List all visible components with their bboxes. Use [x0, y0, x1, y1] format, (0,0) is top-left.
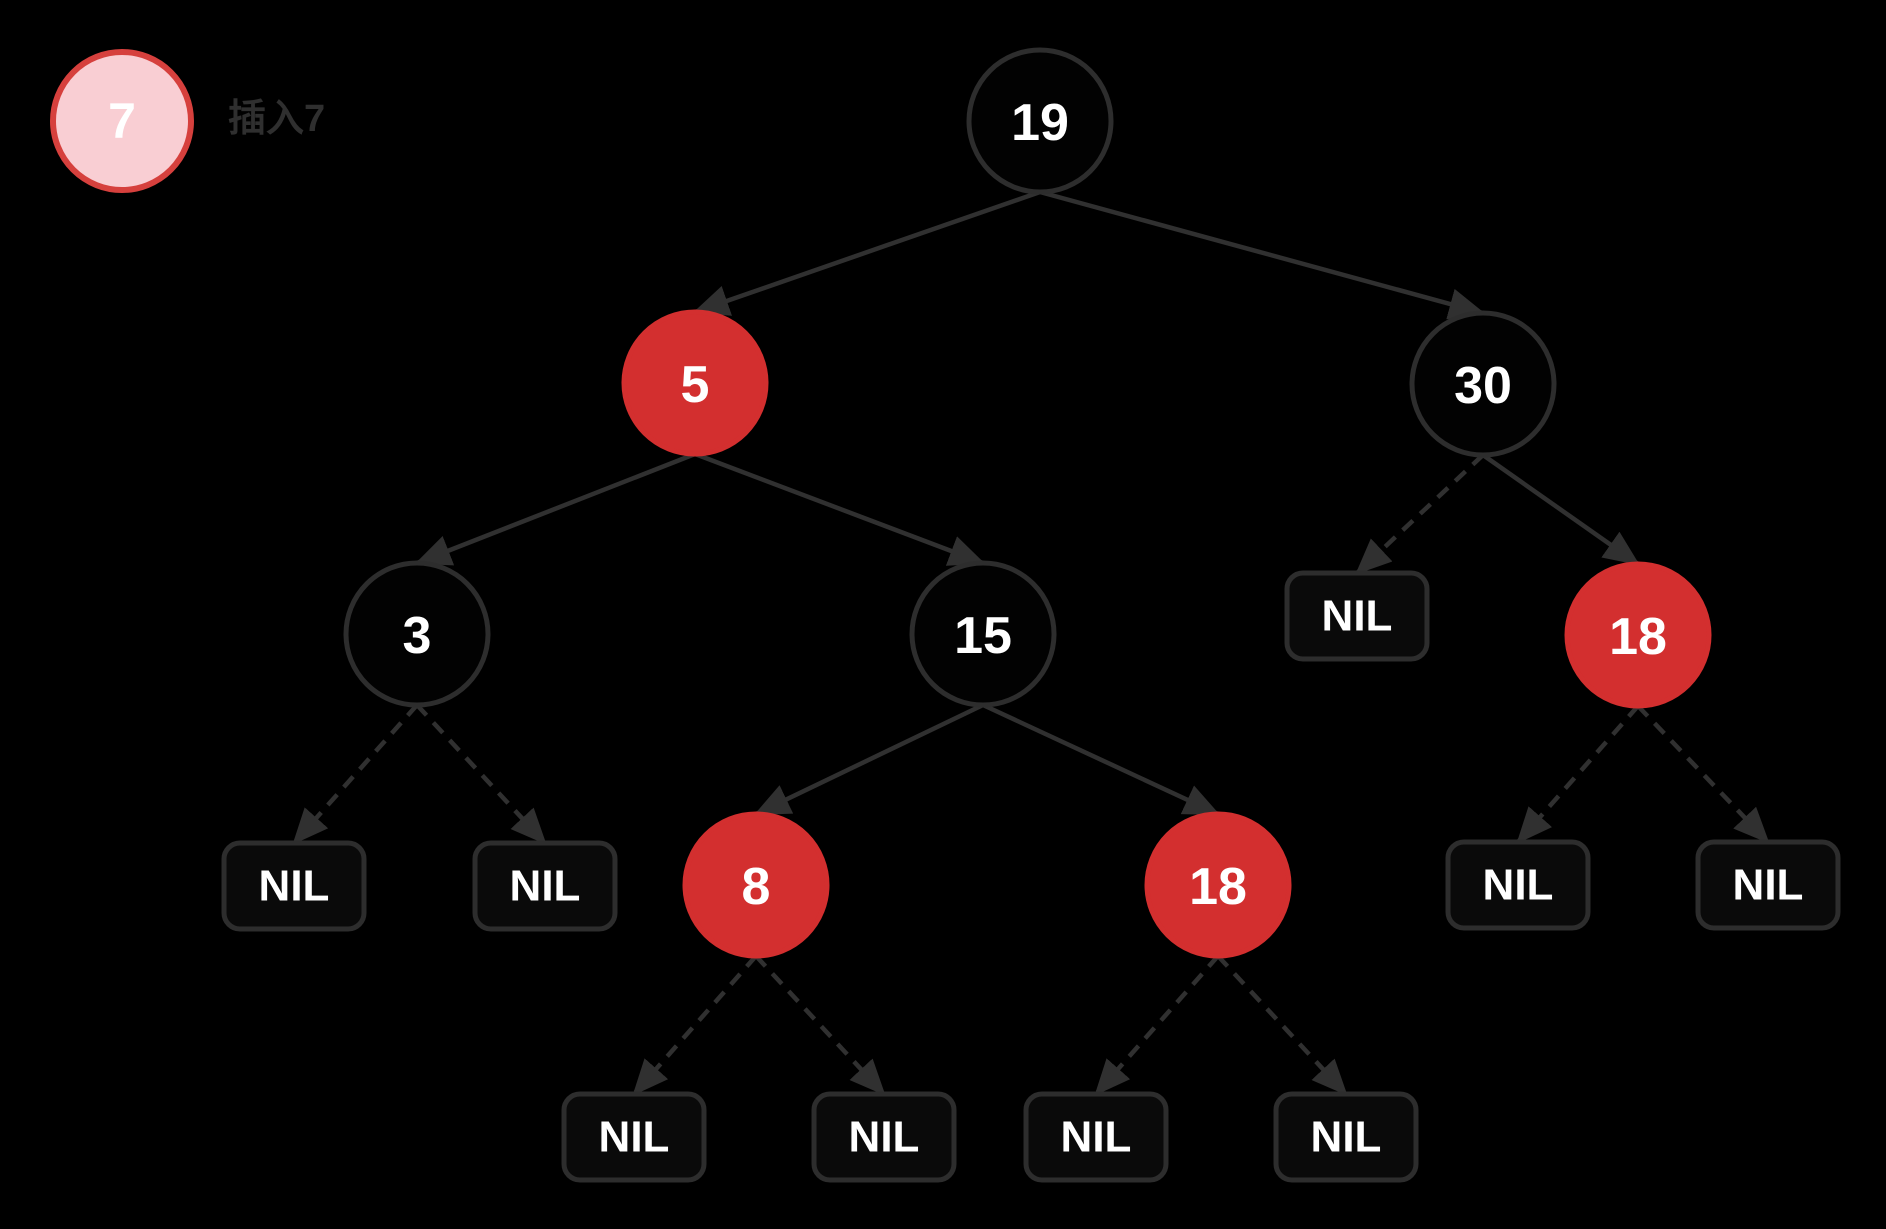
insert-node-preview: 7 — [50, 49, 194, 193]
edge-18a-nil9 — [1636, 704, 1770, 844]
nil-leaf-nil5: NIL — [811, 1091, 957, 1183]
black-node-circle — [909, 560, 1057, 708]
edge-19-30 — [1039, 189, 1486, 320]
nil-box — [1023, 1091, 1169, 1183]
edge-3-nil3 — [415, 703, 547, 845]
edge-15-8 — [753, 702, 984, 817]
tree-node-18a: 18 — [1564, 561, 1712, 709]
nil-label: NIL — [599, 1113, 670, 1162]
edge-19-5 — [692, 189, 1041, 316]
red-node-circle — [682, 811, 830, 959]
nil-leaf-nil6: NIL — [1023, 1091, 1169, 1183]
nil-leaf-nil3: NIL — [472, 840, 618, 932]
edge-18a-nil8 — [1516, 704, 1640, 844]
nil-leaf-nil1: NIL — [1284, 570, 1430, 662]
edge-15-18b — [982, 702, 1221, 817]
node-value-label: 30 — [1454, 357, 1512, 415]
node-value-label: 8 — [742, 858, 771, 916]
node-value-label: 3 — [403, 607, 432, 665]
edge-5-3 — [414, 451, 696, 566]
nil-label: NIL — [510, 862, 581, 911]
black-node-circle — [966, 47, 1114, 195]
node-value-label: 19 — [1011, 94, 1069, 152]
nil-label: NIL — [1322, 592, 1393, 641]
tree-node-15: 15 — [909, 560, 1057, 708]
nil-label: NIL — [1311, 1113, 1382, 1162]
edge-30-18a — [1481, 453, 1640, 566]
nil-box — [221, 840, 367, 932]
node-value-label: 15 — [954, 607, 1012, 665]
nil-box — [1273, 1091, 1419, 1183]
nil-box — [811, 1091, 957, 1183]
red-node-circle — [621, 309, 769, 457]
nil-box — [1445, 839, 1591, 931]
nil-leaf-nil8: NIL — [1445, 839, 1591, 931]
nil-leaf-nil2: NIL — [221, 840, 367, 932]
tree-node-5: 5 — [621, 309, 769, 457]
tree-node-18b: 18 — [1144, 811, 1292, 959]
edge-8-nil4 — [632, 954, 758, 1096]
edge-30-nil1 — [1355, 453, 1485, 575]
nil-leaf-nil7: NIL — [1273, 1091, 1419, 1183]
node-value-label: 18 — [1189, 858, 1247, 916]
nil-leaf-nil9: NIL — [1695, 839, 1841, 931]
nil-label: NIL — [1733, 861, 1804, 910]
nil-box — [1284, 570, 1430, 662]
insert-action-label: 插入7 — [228, 98, 326, 140]
node-value-label: 18 — [1609, 608, 1667, 666]
red-node-circle — [1564, 561, 1712, 709]
edge-8-nil5 — [754, 954, 886, 1096]
nil-box — [1695, 839, 1841, 931]
red-node-circle — [1144, 811, 1292, 959]
tree-node-8: 8 — [682, 811, 830, 959]
insert-node-value: 7 — [108, 93, 136, 149]
tree-node-19: 19 — [966, 47, 1114, 195]
nil-box — [472, 840, 618, 932]
edge-18b-nil7 — [1216, 954, 1348, 1096]
nil-leaf-nil4: NIL — [561, 1091, 707, 1183]
edge-5-15 — [694, 451, 986, 566]
nil-label: NIL — [259, 862, 330, 911]
tree-node-30: 30 — [1409, 310, 1557, 458]
black-node-circle — [1409, 310, 1557, 458]
node-value-label: 5 — [681, 356, 710, 414]
nil-box — [561, 1091, 707, 1183]
nil-label: NIL — [849, 1113, 920, 1162]
edge-3-nil2 — [292, 703, 419, 845]
black-node-circle — [343, 560, 491, 708]
nil-label: NIL — [1483, 861, 1554, 910]
tree-node-3: 3 — [343, 560, 491, 708]
nil-label: NIL — [1061, 1113, 1132, 1162]
edge-18b-nil6 — [1094, 954, 1220, 1096]
